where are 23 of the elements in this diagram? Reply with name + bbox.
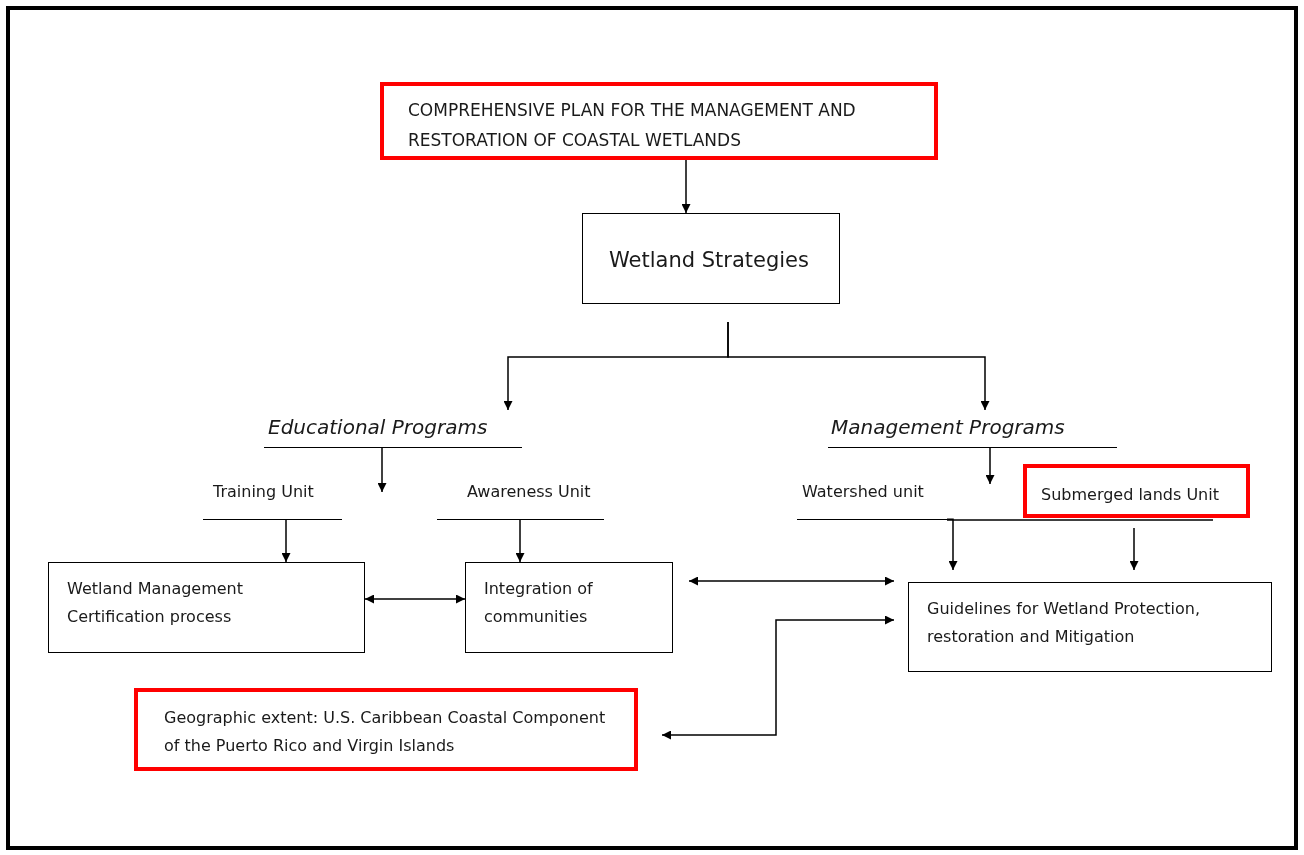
- arrow: [985, 447, 995, 485]
- title-box: COMPREHENSIVE PLAN FOR THE MANAGEMENT AND RESTORATION OF COASTAL WETLANDS: [380, 82, 938, 160]
- arrow: [281, 519, 291, 563]
- arrow: [946, 518, 958, 571]
- arrow: [661, 615, 895, 740]
- arrow: [1129, 527, 1139, 571]
- arrow: [515, 519, 525, 563]
- process-box: Wetland Management Certification process: [48, 562, 365, 653]
- process-box: Wetland Strategies: [582, 213, 840, 304]
- arrow: [364, 594, 466, 604]
- process-box: Guidelines for Wetland Protection, restoration and Mitigation: [908, 582, 1272, 672]
- unit-heading: Training Unit: [203, 476, 342, 520]
- arrow: [727, 321, 990, 411]
- process-box: Integration of communities: [465, 562, 673, 653]
- program-heading: Management Programs: [828, 414, 1117, 448]
- arrow: [681, 159, 691, 214]
- arrow: [688, 576, 895, 586]
- unit-heading: Awareness Unit: [437, 476, 604, 520]
- extent-box: Geographic extent: U.S. Caribbean Coastal Component of the Puerto Rico and Virgin Islands: [134, 688, 638, 771]
- arrow: [377, 447, 387, 493]
- program-heading: Educational Programs: [264, 414, 522, 448]
- unit-heading: Watershed unit: [797, 476, 947, 520]
- unit-box: Submerged lands Unit: [1023, 464, 1250, 518]
